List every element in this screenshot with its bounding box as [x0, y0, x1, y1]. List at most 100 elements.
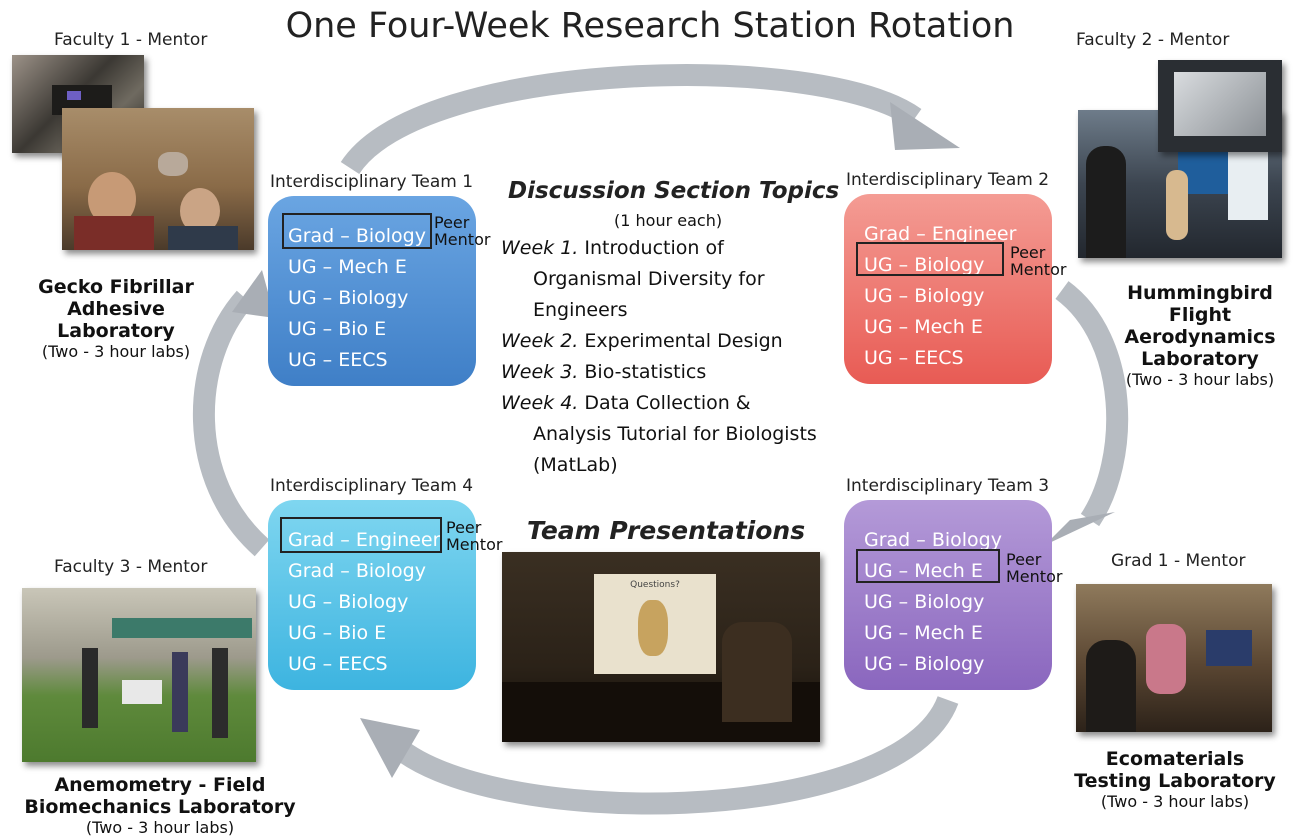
- team3-label: Interdisciplinary Team 3: [846, 476, 1050, 496]
- arrow-right: [1055, 281, 1129, 527]
- week2-label: Week 2.: [501, 330, 579, 352]
- peer-label-line2: Mentor: [434, 230, 491, 249]
- week4-text-1: Data Collection &: [578, 392, 751, 414]
- week1-label: Week 1.: [501, 237, 579, 259]
- team1-member: UG – Biology: [288, 287, 409, 309]
- discussion-list: Week 1. Introduction of Organismal Diver…: [501, 233, 817, 481]
- ecomaterials-photo: [1076, 584, 1272, 732]
- gecko-lab-title-1: Gecko Fibrillar: [38, 276, 194, 298]
- team2-member: UG – Biology: [864, 254, 985, 276]
- grad1-mentor-label: Grad 1 - Mentor: [1111, 551, 1246, 571]
- faculty1-mentor-label: Faculty 1 - Mentor: [54, 30, 208, 50]
- anemometry-lab-title-2: Biomechanics Laboratory: [24, 796, 296, 818]
- peer-label-line2: Mentor: [1010, 260, 1067, 279]
- week4-text-3: (MatLab): [533, 454, 618, 476]
- week2-line: Week 2. Experimental Design: [501, 326, 817, 357]
- team1-label: Interdisciplinary Team 1: [270, 172, 474, 192]
- team4-label: Interdisciplinary Team 4: [270, 476, 474, 496]
- anemometry-lab-label: Anemometry - Field Biomechanics Laborato…: [20, 774, 300, 837]
- team3-member: UG – Biology: [864, 653, 985, 675]
- week3-line: Week 3. Bio-statistics: [501, 357, 817, 388]
- team2-member: UG – EECS: [864, 347, 964, 369]
- team1-member: UG – EECS: [288, 349, 388, 371]
- team3-member: UG – Mech E: [864, 622, 983, 644]
- team1-box: Grad – Biology UG – Mech E UG – Biology …: [268, 196, 476, 386]
- week3-label: Week 3.: [501, 361, 579, 383]
- arrow-left: [193, 290, 270, 557]
- week2-text: Experimental Design: [578, 330, 783, 352]
- team4-member: UG – Biology: [288, 591, 409, 613]
- presentation-photo: Questions?: [502, 552, 820, 742]
- team3-member: Grad – Biology: [864, 529, 1002, 551]
- team1-peer-mentor-label: Peer Mentor: [434, 214, 490, 248]
- anemometry-lab-sub: (Two - 3 hour labs): [85, 818, 235, 837]
- week1-text-3: Engineers: [533, 299, 628, 321]
- week3-text: Bio-statistics: [578, 361, 707, 383]
- team4-member: Grad – Engineer: [288, 529, 441, 551]
- anemometry-photo: [22, 588, 256, 762]
- week1-line1: Week 1. Introduction of: [501, 233, 817, 264]
- team4-member: Grad – Biology: [288, 560, 426, 582]
- peer-label-line1: Peer: [1010, 243, 1046, 262]
- hummingbird-lab-title-3: Aerodynamics: [1124, 326, 1276, 348]
- team3-peer-mentor-highlight: [856, 549, 1000, 583]
- ecomaterials-lab-label: Ecomaterials Testing Laboratory (Two - 3…: [1070, 748, 1280, 811]
- peer-label-line2: Mentor: [446, 535, 503, 554]
- team2-member: UG – Biology: [864, 285, 985, 307]
- team4-member: UG – EECS: [288, 653, 388, 675]
- arrow-top-head: [890, 102, 960, 150]
- team1-member: UG – Bio E: [288, 318, 387, 340]
- week4-text-2: Analysis Tutorial for Biologists: [533, 423, 817, 445]
- arrow-bottom-head: [360, 718, 420, 778]
- team2-member: UG – Mech E: [864, 316, 983, 338]
- gecko-photo-researchers: [62, 108, 254, 250]
- team3-peer-mentor-label: Peer Mentor: [1006, 551, 1062, 585]
- arrow-top: [340, 64, 922, 175]
- ecomaterials-lab-title-2: Testing Laboratory: [1074, 770, 1276, 792]
- week1-text-1: Introduction of: [578, 237, 724, 259]
- week4-label: Week 4.: [501, 392, 579, 414]
- arrow-right-head: [1045, 512, 1115, 545]
- team1-peer-mentor-highlight: [282, 213, 432, 249]
- hummingbird-lab-title-2: Flight: [1168, 304, 1232, 326]
- discussion-title: Discussion Section Topics: [508, 178, 840, 204]
- faculty2-mentor-label: Faculty 2 - Mentor: [1076, 30, 1230, 50]
- team3-box: Grad – Biology UG – Mech E UG – Biology …: [844, 500, 1052, 690]
- hummingbird-monitor-photo: [1158, 60, 1282, 152]
- team2-label: Interdisciplinary Team 2: [846, 170, 1050, 190]
- anemometry-lab-title-1: Anemometry - Field: [54, 774, 266, 796]
- team3-member: UG – Mech E: [864, 560, 983, 582]
- faculty3-mentor-label: Faculty 3 - Mentor: [54, 557, 208, 577]
- hummingbird-lab-title-1: Hummingbird: [1127, 282, 1273, 304]
- gecko-lab-sub: (Two - 3 hour labs): [41, 342, 191, 361]
- team4-peer-mentor-highlight: [280, 517, 442, 553]
- hummingbird-lab-label: Hummingbird Flight Aerodynamics Laborato…: [1100, 282, 1300, 389]
- team4-member: UG – Bio E: [288, 622, 387, 644]
- team1-member: UG – Mech E: [288, 256, 407, 278]
- arrow-bottom: [384, 695, 959, 815]
- gecko-lab-title-2: Adhesive: [67, 298, 165, 320]
- week1-text-2: Organismal Diversity for: [533, 268, 765, 290]
- team1-member: Grad – Biology: [288, 225, 426, 247]
- slide-text: Questions?: [630, 580, 680, 590]
- ecomaterials-lab-sub: (Two - 3 hour labs): [1100, 792, 1250, 811]
- gecko-lab-label: Gecko Fibrillar Adhesive Laboratory (Two…: [6, 276, 226, 361]
- team2-member: Grad – Engineer: [864, 223, 1017, 245]
- team2-peer-mentor-highlight: [856, 242, 1004, 276]
- ecomaterials-lab-title-1: Ecomaterials: [1105, 748, 1245, 770]
- hummingbird-lab-title-4: Laboratory: [1141, 348, 1259, 370]
- team2-box: Grad – Engineer UG – Biology UG – Biolog…: [844, 194, 1052, 384]
- gecko-lab-title-3: Laboratory: [57, 320, 175, 342]
- week4-line1: Week 4. Data Collection &: [501, 388, 817, 419]
- peer-label-line1: Peer: [1006, 550, 1042, 569]
- presentations-title: Team Presentations: [527, 516, 806, 545]
- team2-peer-mentor-label: Peer Mentor: [1010, 244, 1066, 278]
- arrow-left-head: [232, 270, 275, 318]
- team4-peer-mentor-label: Peer Mentor: [446, 519, 502, 553]
- page-title: One Four-Week Research Station Rotation: [285, 6, 1015, 46]
- peer-label-line1: Peer: [434, 213, 470, 232]
- team3-member: UG – Biology: [864, 591, 985, 613]
- peer-label-line2: Mentor: [1006, 567, 1063, 586]
- peer-label-line1: Peer: [446, 518, 482, 537]
